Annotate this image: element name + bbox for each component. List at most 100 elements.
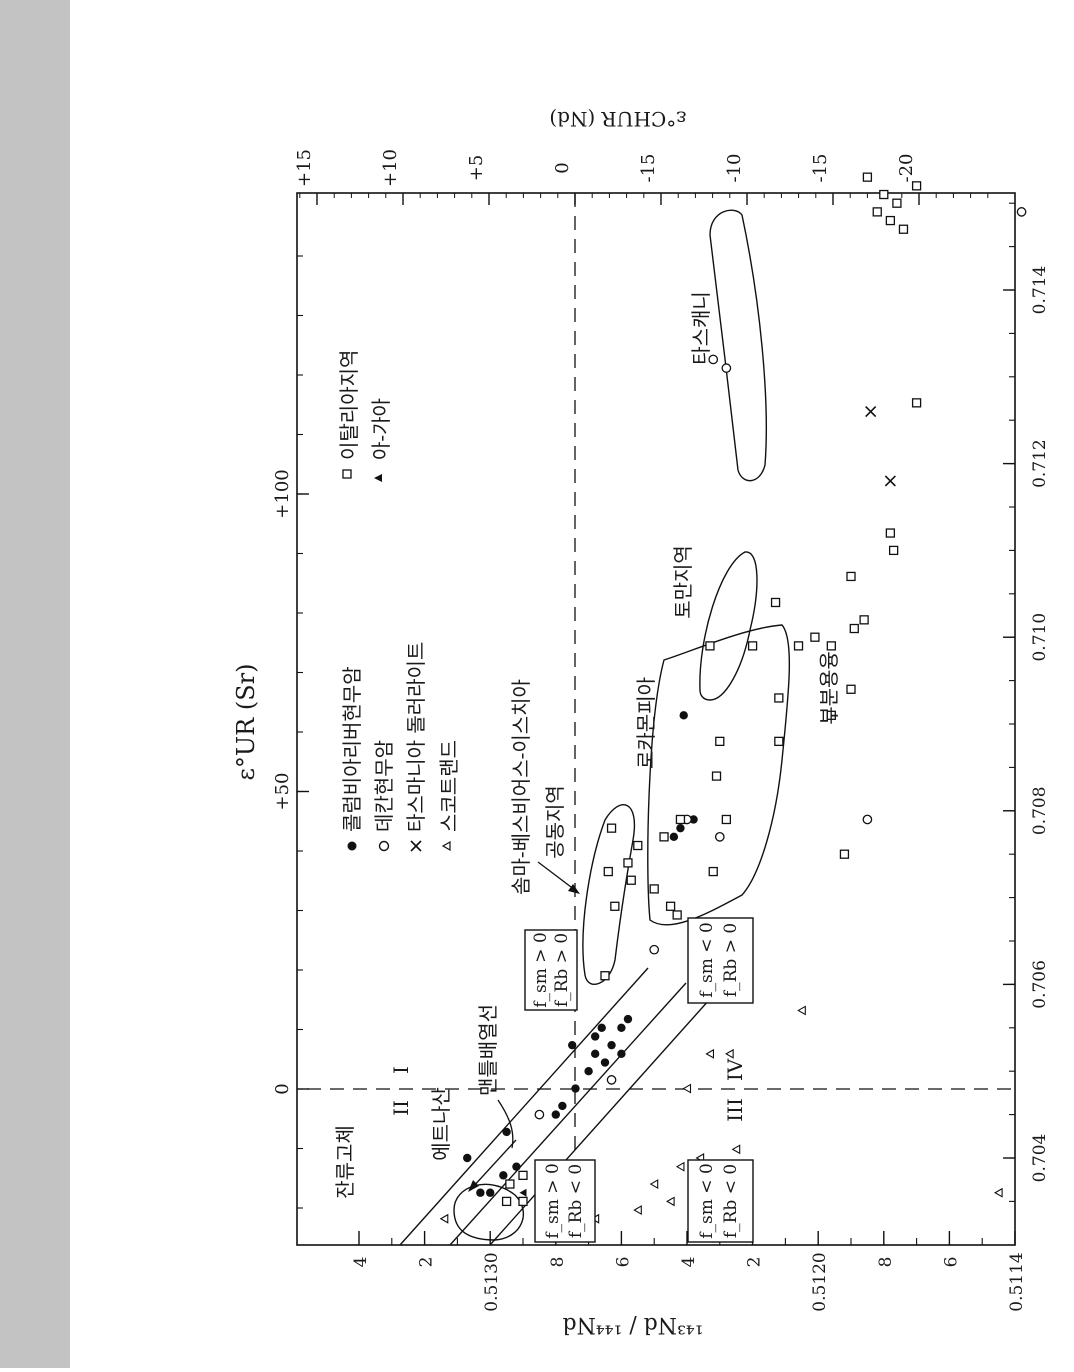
- point-open-square-28: [849, 623, 859, 634]
- point-filled-circle-11: [600, 1058, 610, 1067]
- point-filled-circle-0: [476, 1188, 485, 1197]
- point-filled-circle-23: [679, 711, 688, 720]
- legend-marker-open-circle: [378, 840, 390, 852]
- point-open-square-25: [774, 693, 784, 703]
- x-tick-label-3: 0.5120: [810, 1252, 830, 1311]
- point-filled-circle-19: [623, 1014, 633, 1024]
- point-open-square-26: [846, 684, 856, 694]
- point-open-triangle-3: [675, 1161, 685, 1172]
- point-open-square-40: [885, 215, 896, 226]
- point-open-square-8: [665, 901, 676, 911]
- point-open-circle-7: [1016, 207, 1027, 217]
- point-filled-circle-18: [597, 1023, 606, 1032]
- point-open-square-22: [715, 736, 725, 747]
- point-open-square-44: [911, 181, 922, 191]
- point-open-circle-5: [862, 814, 873, 825]
- point-open-triangle-10: [705, 1048, 715, 1059]
- point-open-square-42: [879, 189, 889, 200]
- data-points: [439, 172, 1027, 1224]
- roccamonfina-field-outline: [647, 624, 791, 926]
- point-open-square-12: [603, 866, 613, 877]
- box-III-line-2: f_Rb < 0: [721, 1164, 741, 1238]
- point-open-square-11: [649, 884, 659, 894]
- plot-frame: [296, 192, 1016, 1246]
- etna-arrow-head: [468, 1180, 479, 1192]
- point-open-square-20: [839, 849, 850, 859]
- point-open-square-27: [705, 641, 715, 651]
- legend-right: 이탈리아지역 아-가아: [337, 350, 393, 482]
- x-tick-label-4: 2: [745, 1257, 765, 1268]
- point-open-square-29: [793, 641, 804, 651]
- point-open-square-16: [659, 832, 669, 842]
- point-filled-circle-21: [676, 823, 685, 833]
- point-open-circle-2: [714, 831, 725, 842]
- point-open-triangle-0: [439, 1213, 449, 1224]
- point-open-square-41: [898, 224, 909, 234]
- box-fsm-pos-frb-pos: f_sm > 0 f_Rb > 0: [524, 929, 578, 1011]
- label-tolfa: 토만지역: [671, 545, 695, 619]
- etna-arrow: [471, 1139, 517, 1189]
- point-filled-circle-10: [584, 1067, 593, 1076]
- point-open-square-23: [774, 736, 784, 747]
- point-open-square-45: [862, 172, 873, 182]
- point-open-square-21: [711, 771, 722, 781]
- x-tick-label-8: 0.5130: [482, 1252, 502, 1311]
- box-I-line-2: f_Rb > 0: [552, 933, 572, 1007]
- point-open-circle-4: [649, 944, 660, 955]
- point-filled-circle-14: [568, 1040, 577, 1050]
- point-open-square-18: [675, 814, 686, 825]
- eps-sr-axis-title: ε°UR (Sr): [232, 664, 260, 781]
- label-etna: 에트나산: [429, 1087, 453, 1161]
- box-fsm-neg-frb-pos: f_sm < 0 f_Rb > 0: [687, 917, 754, 1004]
- point-open-square-37: [885, 528, 896, 538]
- point-open-square-3: [518, 1170, 528, 1181]
- quadrant-IV: IV: [723, 1058, 747, 1081]
- point-open-triangle-2: [633, 1205, 642, 1216]
- x-axis-title: ¹⁴³Nd / ¹⁴⁴Nd: [563, 1312, 704, 1337]
- box-II-line-2: f_Rb < 0: [566, 1164, 586, 1238]
- point-open-triangle-11: [725, 1048, 734, 1059]
- sr-tick-label-1: 0.706: [1030, 960, 1050, 1009]
- eps-sr-axis-ticks: 0+50+100: [272, 255, 309, 1209]
- point-open-triangle-4: [649, 1179, 659, 1189]
- legend-marker-cross: [410, 840, 422, 852]
- legend-label-italy: 이탈리아지역: [337, 350, 361, 460]
- point-open-triangle-12: [797, 1005, 806, 1016]
- box-fsm-neg-frb-neg: f_sm < 0 f_Rb < 0: [687, 1159, 754, 1243]
- label-partial-melt: 부분용융: [817, 651, 841, 725]
- point-filled-circle-8: [558, 1101, 567, 1111]
- point-open-circle-8: [721, 363, 732, 373]
- mantle-array-arrow: [497, 1099, 514, 1149]
- eps-nd-tick-label-4: -15: [638, 154, 659, 183]
- point-filled-circle-5: [463, 1153, 472, 1163]
- point-open-square-1: [518, 1196, 528, 1207]
- box-II-line-1: f_sm > 0: [543, 1163, 563, 1239]
- legend-label-tasmania: 타스마니아 돌러라이트: [404, 642, 428, 832]
- legend-label-columbia: 콜럼비아리버현무암: [340, 666, 364, 832]
- tuscany-field-outline: [709, 209, 767, 482]
- point-open-square-7: [672, 910, 682, 920]
- sr-tick-label-4: 0.712: [1030, 439, 1050, 488]
- point-open-square-39: [872, 207, 882, 217]
- tolfa-field-outline: [699, 551, 758, 701]
- point-open-square-10: [626, 875, 636, 885]
- label-residual-solid: 잔류고체: [333, 1125, 357, 1199]
- point-open-square-35: [846, 571, 856, 582]
- point-open-square-36: [888, 545, 899, 556]
- legend-label-scotland: 스코트랜드: [437, 740, 461, 832]
- point-open-square-15: [633, 840, 643, 851]
- box-IV-line-2: f_Rb > 0: [721, 923, 741, 997]
- point-open-square-30: [826, 641, 836, 651]
- legend-marker-filled-circle: [347, 841, 357, 851]
- point-filled-circle-22: [689, 815, 698, 824]
- point-filled-circle-9: [571, 1084, 580, 1093]
- label-tuscany: 타스캐니: [689, 291, 713, 365]
- x-tick-label-9: 2: [417, 1257, 437, 1268]
- eps-nd-tick-label-0: +15: [294, 149, 315, 187]
- point-filled-circle-7: [551, 1110, 560, 1119]
- eps-nd-tick-label-6: -15: [810, 154, 831, 183]
- sr-tick-label-2: 0.708: [1030, 786, 1050, 835]
